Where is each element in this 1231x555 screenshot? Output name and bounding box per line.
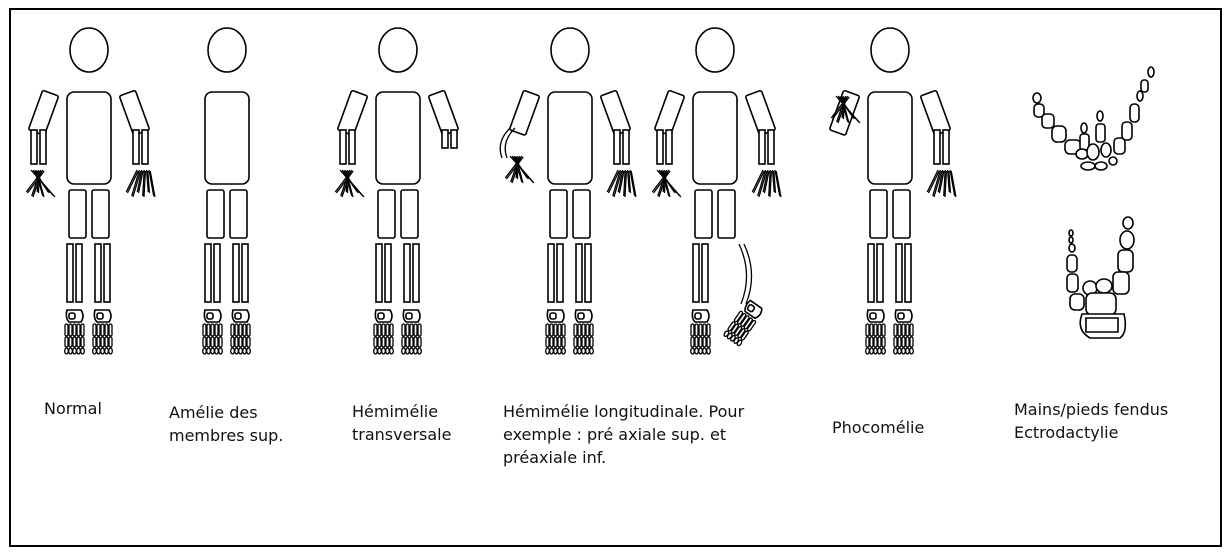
- head: [551, 28, 589, 72]
- hand-icon: [752, 170, 781, 197]
- hand-icon: [505, 156, 534, 183]
- figure-hemimelie-longitudinale-inf: [652, 28, 781, 354]
- figure-phocomelie: [829, 28, 956, 354]
- figure-amelie: [203, 28, 251, 354]
- caption-ectrodactylie: Mains/pieds fendus Ectrodactylie: [1014, 398, 1168, 444]
- foot-icon: [231, 310, 251, 354]
- head: [871, 28, 909, 72]
- figure-hemimelie-longitudinale-sup: [500, 28, 636, 354]
- hand-icon: [26, 170, 55, 197]
- hand-icon: [335, 170, 364, 197]
- hand-icon: [126, 170, 155, 197]
- split-foot-drawing: [1067, 217, 1134, 338]
- head: [379, 28, 417, 72]
- foot-icon: [691, 310, 711, 354]
- figure-normal: [26, 28, 155, 354]
- torso: [548, 92, 592, 184]
- head: [696, 28, 734, 72]
- hand-icon: [652, 170, 681, 197]
- foot-icon: [574, 310, 594, 354]
- torso: [693, 92, 737, 184]
- foot-icon: [866, 310, 886, 354]
- caption-hemimelie-longitudinale: Hémimélie longitudinale. Pour exemple : …: [503, 400, 744, 469]
- head: [208, 28, 246, 72]
- figure-hemimelie-transversale: [335, 28, 458, 354]
- foot-icon: [203, 310, 223, 354]
- foot-icon: [546, 310, 566, 354]
- foot-icon: [894, 310, 914, 354]
- foot-icon: [402, 310, 422, 354]
- foot-icon: [93, 310, 113, 354]
- head: [70, 28, 108, 72]
- caption-normal: Normal: [44, 397, 102, 420]
- foot-icon: [65, 310, 85, 354]
- torso: [868, 92, 912, 184]
- split-hand-drawing: [1033, 67, 1154, 170]
- torso: [205, 92, 249, 184]
- hand-icon: [927, 170, 956, 197]
- foot-icon: [374, 310, 394, 354]
- torso: [376, 92, 420, 184]
- hand-icon: [607, 170, 636, 197]
- foot-icon: [723, 299, 764, 346]
- caption-phocomelie: Phocomélie: [832, 416, 924, 439]
- caption-hemimelie-transversale: Hémimélie transversale: [352, 400, 451, 446]
- caption-amelie: Amélie des membres sup.: [169, 401, 283, 447]
- torso: [67, 92, 111, 184]
- ectrodactylie-drawings: [1033, 67, 1154, 338]
